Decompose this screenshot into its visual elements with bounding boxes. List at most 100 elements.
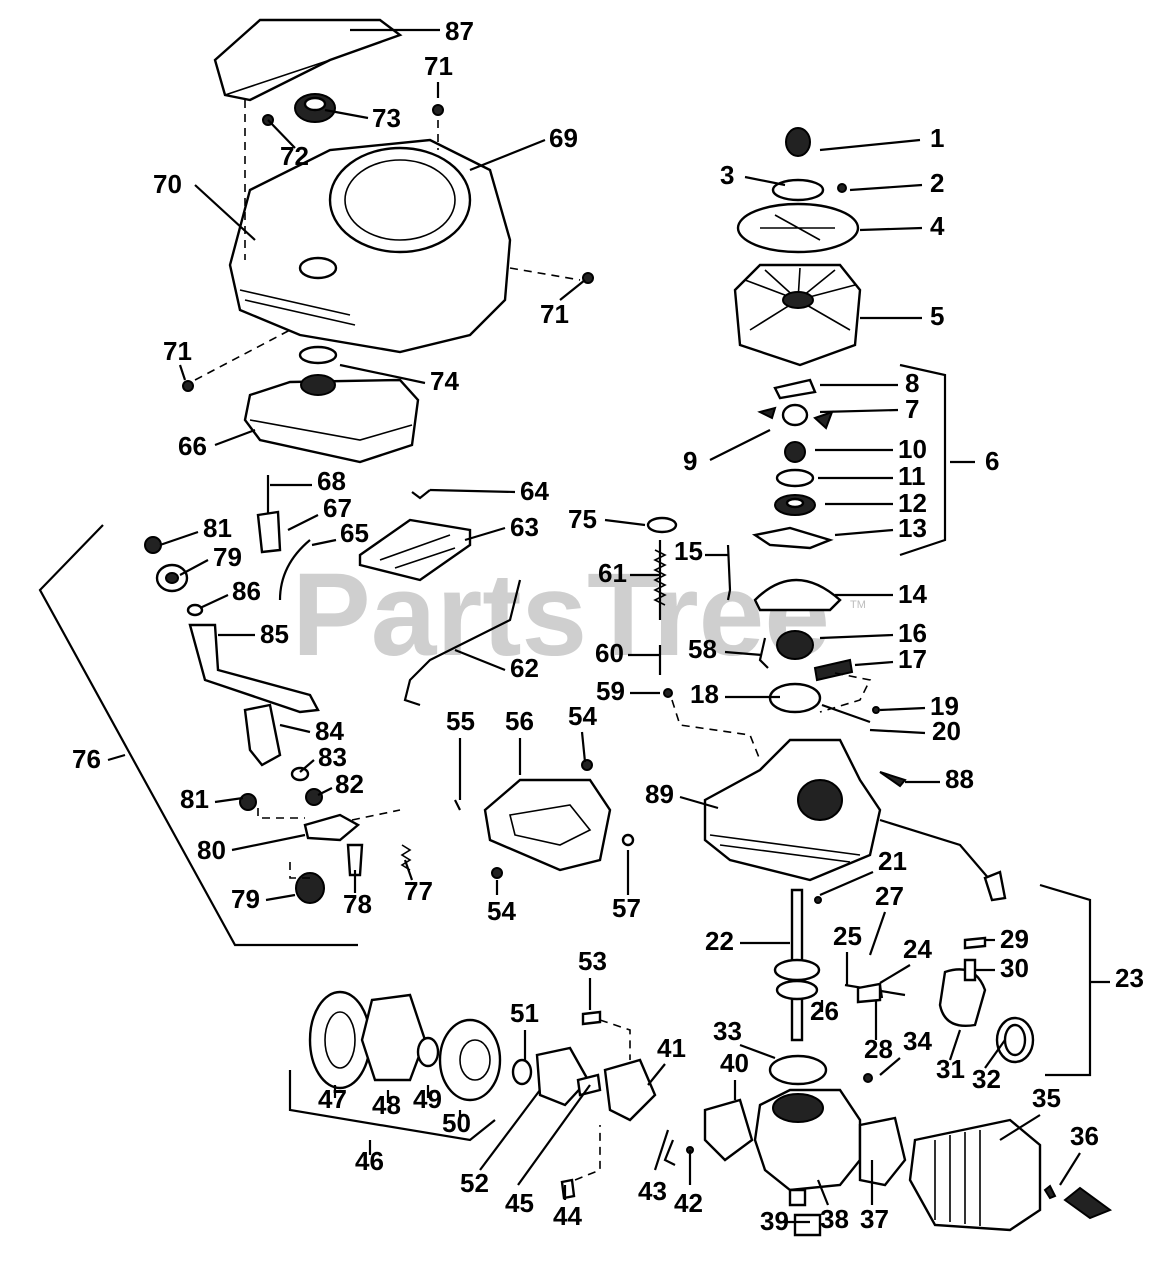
governor-linkage-parts-76-86 [38,475,412,947]
leader-line-84 [279,723,311,734]
part-number-27: 27 [875,881,904,911]
part-number-1: 1 [930,123,944,153]
watermark-trademark: TM [850,599,866,611]
leader-line-32 [984,1039,1006,1069]
leader-line-70 [194,184,256,241]
part-number-9: 9 [683,446,697,476]
part-number-53: 53 [578,946,607,976]
part-number-22: 22 [705,926,734,956]
screw-part-71c [182,380,194,392]
leader-line-27 [868,911,887,956]
part-number-78: 78 [343,889,372,919]
part-number-79: 79 [231,884,260,914]
part-number-71: 71 [540,299,569,329]
crankcase-part-89 [703,738,1007,902]
leader-line-66 [214,428,256,447]
bracket-group-23 [1039,883,1092,1077]
leader-line-72 [267,119,296,149]
carburetor-parts-41-53 [511,1010,657,1200]
leader-line-24 [879,964,911,984]
part-number-66: 66 [178,431,207,461]
part-number-48: 48 [372,1090,401,1120]
leader-line-31 [948,1029,962,1061]
leader-line-41 [647,1063,666,1086]
leader-line-67 [287,514,319,531]
part-number-15: 15 [674,536,703,566]
leader-line-45 [517,1084,591,1186]
part-number-69: 69 [549,123,578,153]
blower-housing-part-69 [228,138,512,354]
air-cleaner-parts-46-50 [288,990,502,1142]
cylinder-head-part-35 [908,1118,1113,1232]
crankshaft-part-22 [773,888,822,1042]
part-number-74: 74 [430,366,459,396]
leader-line-89 [679,795,719,810]
dashed-guide-lines-housing [194,100,581,381]
part-number-5: 5 [930,301,944,331]
part-number-35: 35 [1032,1083,1061,1113]
leader-line-86 [199,594,229,609]
part-number-42: 42 [674,1188,703,1218]
part-number-31: 31 [936,1054,965,1084]
part-number-86: 86 [232,576,261,606]
leader-line-21 [819,870,874,897]
part-number-63: 63 [510,512,539,542]
part-number-57: 57 [612,893,641,923]
leader-line-82 [317,787,333,796]
part-number-76: 76 [72,744,101,774]
screen-nut-part-73 [294,93,336,123]
leader-line-64 [429,488,516,494]
part-number-43: 43 [638,1176,667,1206]
leader-line-36 [1059,1152,1081,1186]
leader-line-1 [819,138,921,152]
part-number-89: 89 [645,779,674,809]
leader-line-63 [464,526,506,542]
part-number-80: 80 [197,835,226,865]
part-number-19: 19 [930,691,959,721]
part-number-23: 23 [1115,963,1144,993]
part-number-38: 38 [820,1204,849,1234]
part-number-58: 58 [688,634,717,664]
part-number-81: 81 [203,513,232,543]
leader-line-33 [739,1043,776,1060]
part-number-75: 75 [568,504,597,534]
part-number-82: 82 [335,769,364,799]
leader-line-79 [265,893,296,902]
leader-line-52 [479,1089,541,1171]
part-number-36: 36 [1070,1121,1099,1151]
part-number-81: 81 [180,784,209,814]
washer-part-75 [646,516,678,534]
leader-line-19 [879,706,926,712]
baffle-plate-part-56 [454,759,635,879]
grommet-part-74 [298,345,338,365]
part-number-13: 13 [898,513,927,543]
part-number-62: 62 [510,653,539,683]
part-number-14: 14 [898,579,927,609]
part-number-40: 40 [720,1048,749,1078]
part-number-85: 85 [260,619,289,649]
part-number-77: 77 [404,876,433,906]
part-number-45: 45 [505,1188,534,1218]
fuel-tank-part-66 [243,374,420,464]
cylinder-block-parts-35-40 [663,1054,907,1237]
leader-line-3 [744,175,786,187]
part-number-41: 41 [657,1033,686,1063]
part-number-59: 59 [596,676,625,706]
part-number-50: 50 [442,1108,471,1138]
part-number-64: 64 [520,476,549,506]
part-number-71: 71 [424,51,453,81]
leader-line-17 [854,660,894,667]
part-number-10: 10 [898,434,927,464]
part-number-34: 34 [903,1026,932,1056]
part-number-12: 12 [898,488,927,518]
part-number-72: 72 [280,141,309,171]
leader-line-79 [179,559,209,576]
part-number-84: 84 [315,716,344,746]
part-number-56: 56 [505,706,534,736]
part-number-6: 6 [985,446,999,476]
leader-line-4 [859,226,923,232]
part-number-11: 11 [898,461,926,491]
springs-parts-59-61 [653,540,761,761]
leader-line-73 [324,108,369,120]
part-number-30: 30 [1000,953,1029,983]
